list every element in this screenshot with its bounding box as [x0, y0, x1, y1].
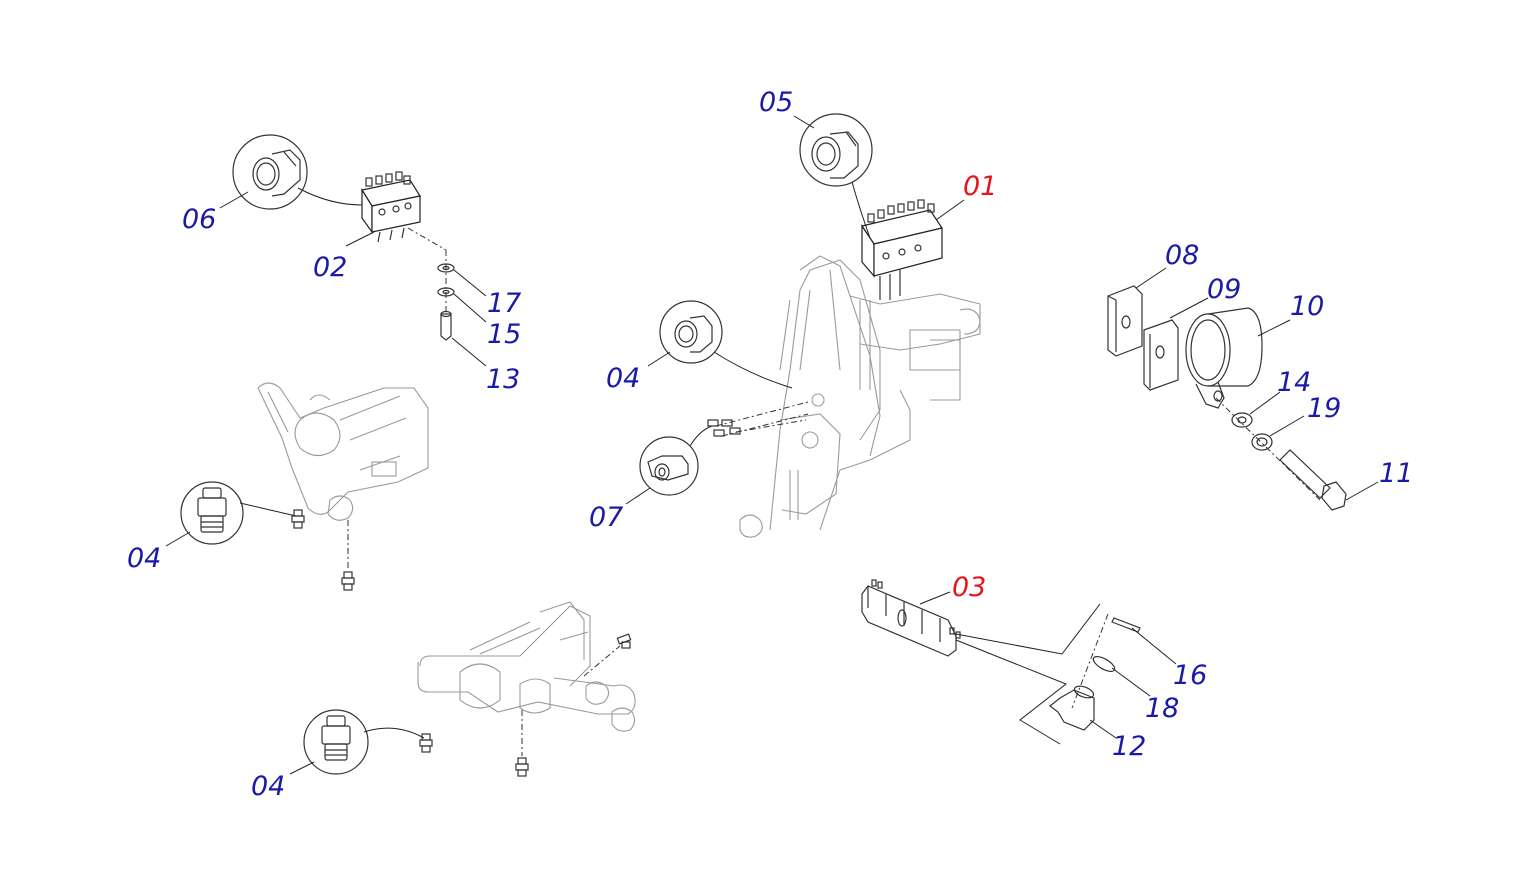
hose-fittings	[707, 401, 809, 437]
detail-04-bottom	[289, 633, 632, 777]
callout-10: 10	[1290, 291, 1325, 322]
detail-05	[793, 113, 873, 239]
callout-02: 02	[313, 252, 348, 283]
detail-07	[625, 425, 713, 505]
central-frame	[739, 255, 981, 538]
callout-16: 16	[1173, 660, 1208, 691]
bracket-08	[1107, 267, 1167, 357]
callout-13: 13	[486, 364, 521, 395]
callout-12: 12	[1112, 731, 1147, 762]
detail-04-center	[647, 300, 793, 389]
callout-05: 05	[759, 87, 794, 118]
callout-18: 18	[1145, 693, 1180, 724]
axle-housing-bottom	[417, 601, 636, 732]
pump-03	[861, 579, 1101, 745]
valve-block-02	[361, 171, 421, 243]
valve-block-01	[861, 199, 965, 300]
detail-06	[232, 134, 363, 210]
callout-09: 09	[1207, 274, 1242, 305]
callout-07: 07	[589, 502, 624, 533]
callout-17: 17	[487, 288, 522, 319]
pin-group-right	[1215, 391, 1379, 511]
callout-15: 15	[487, 319, 522, 350]
callout-04-center: 04	[606, 363, 641, 394]
lift-housing-left	[257, 382, 429, 521]
detail-04-left-upper	[165, 481, 355, 591]
bracket-09	[1143, 297, 1209, 391]
callout-19: 19	[1307, 393, 1342, 424]
bolt-stack-left	[407, 227, 487, 367]
callout-03: 03	[952, 572, 987, 603]
small-parts-pump	[1049, 613, 1177, 739]
callout-06: 06	[182, 204, 217, 235]
callout-04-bottom: 04	[251, 771, 286, 802]
callout-04-left: 04	[127, 543, 162, 574]
callout-14: 14	[1277, 367, 1312, 398]
callout-11: 11	[1379, 458, 1414, 489]
callout-08: 08	[1165, 240, 1200, 271]
callout-01: 01	[963, 171, 998, 202]
drum-10	[1185, 307, 1291, 409]
